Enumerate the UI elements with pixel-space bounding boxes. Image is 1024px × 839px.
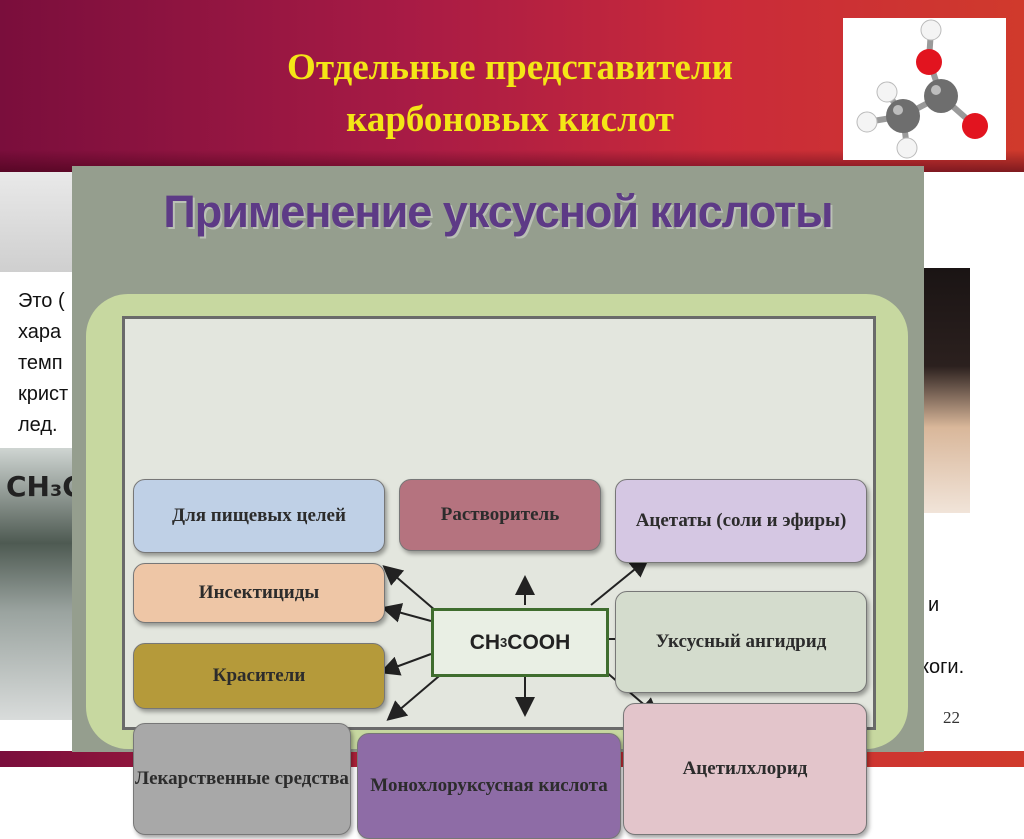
slide-title: Отдельные представители карбоновых кисло… xyxy=(160,42,860,146)
page-number: 22 xyxy=(943,708,960,727)
node-insecticides-label: Инсектициды xyxy=(198,582,320,603)
node-medicines-label: Лекарственные средства xyxy=(135,768,349,789)
molecule-image xyxy=(843,18,1006,160)
bg-text-line: хара xyxy=(18,321,62,343)
arrow-to-medicines xyxy=(386,670,446,721)
node-medicines: Лекарственные средства xyxy=(133,723,351,835)
bg-text-line: Это ( xyxy=(18,290,65,312)
node-chloroacetic-label: Монохлоруксусная кислота xyxy=(370,775,608,796)
center-formula-subscript: 3 xyxy=(500,635,508,650)
node-dyes-label: Красители xyxy=(212,665,306,686)
background-photo-top-left xyxy=(0,172,80,272)
center-formula-cooh: COOH xyxy=(507,630,571,654)
node-food: Для пищевых целей xyxy=(133,479,385,553)
diagram-panel: Применение уксусной кислоты xyxy=(72,166,924,839)
node-insecticides: Инсектициды xyxy=(133,563,385,623)
node-anhydride-label: Уксусный ангидрид xyxy=(655,631,827,652)
bg-text-line: коги. xyxy=(920,656,965,678)
diagram-title: Применение уксусной кислоты xyxy=(163,186,833,237)
node-anhydride: Уксусный ангидрид xyxy=(615,591,867,693)
center-formula-ch: CH xyxy=(469,630,501,654)
acetic-acid-molecule-icon xyxy=(856,19,988,159)
node-acetates-label: Ацетаты (соли и эфиры) xyxy=(635,510,847,531)
arrow-to-insecticides xyxy=(381,603,432,623)
node-solvent-label: Растворитель xyxy=(440,504,560,525)
node-acetyl-chloride-label: Ацетилхлорид xyxy=(682,758,808,779)
slide-title-line2: карбоновых кислот xyxy=(346,99,674,140)
diagram-arrows xyxy=(379,557,660,721)
background-photo-right xyxy=(920,268,970,513)
arrow-to-acetates xyxy=(590,557,650,606)
node-solvent: Растворитель xyxy=(399,479,601,551)
slide-title-line1: Отдельные представители xyxy=(287,47,733,88)
background-bottle-photo xyxy=(0,448,75,720)
bg-text-line: темп xyxy=(18,352,63,374)
node-acetates: Ацетаты (соли и эфиры) xyxy=(615,479,867,563)
arrow-to-dyes xyxy=(379,653,432,676)
node-chloroacetic: Монохлоруксусная кислота xyxy=(357,733,621,839)
bg-text-line: и xyxy=(928,594,940,616)
node-food-label: Для пищевых целей xyxy=(172,505,346,526)
bottle-label: CH₃C xyxy=(6,470,83,503)
bg-text-line: лед. xyxy=(18,414,58,436)
node-acetyl-chloride: Ацетилхлорид xyxy=(623,703,867,835)
node-dyes: Красители xyxy=(133,643,385,709)
bg-text-line: крист xyxy=(18,383,69,405)
